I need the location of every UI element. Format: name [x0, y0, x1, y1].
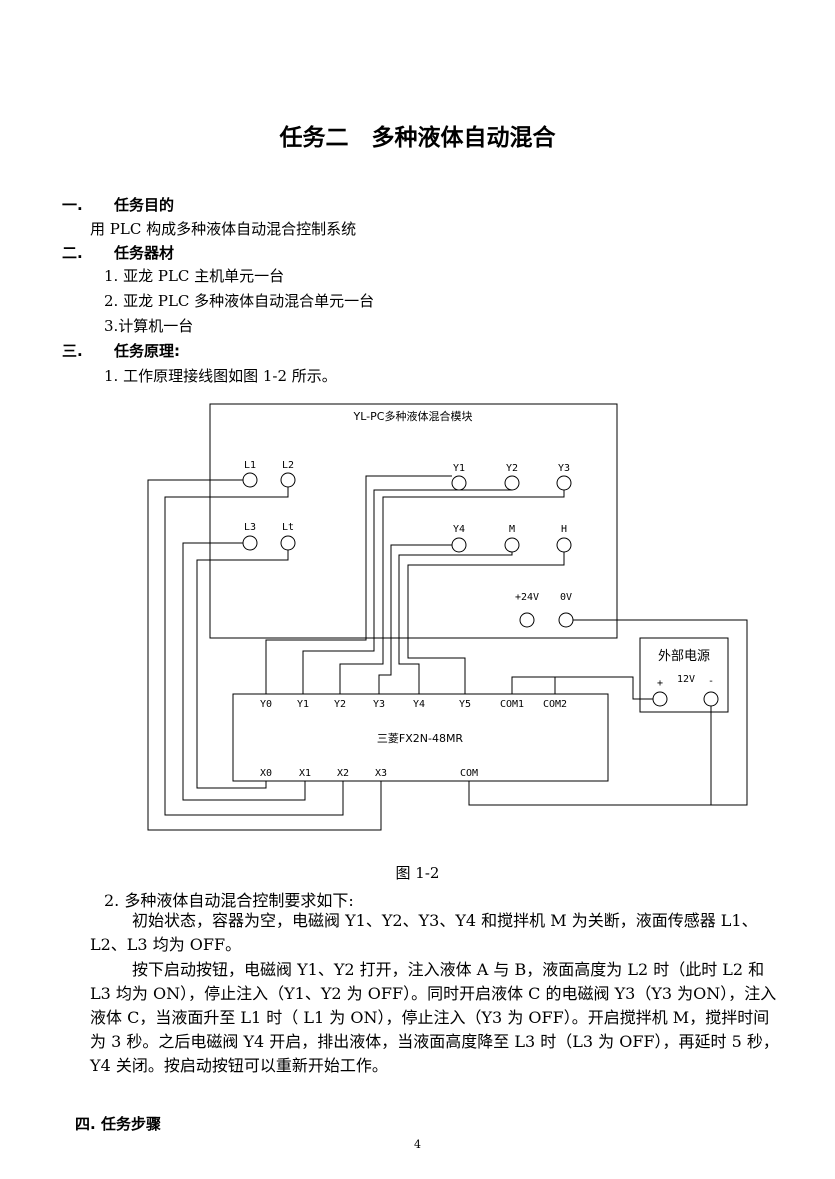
- section-1-text: 用 PLC 构成多种液体自动混合控制系统: [90, 220, 357, 238]
- section-3-text: 1. 工作原理接线图如图 1-2 所示。: [104, 367, 337, 385]
- wire-l1-x3: [147, 479, 382, 831]
- label-l1: L1: [244, 460, 256, 471]
- label-l3: L3: [244, 522, 256, 533]
- plc-in-x1: X1: [299, 768, 311, 779]
- wire-y4-m: [398, 552, 513, 694]
- terminal-lt: [280, 535, 296, 551]
- wire-0v-minus: [573, 619, 748, 806]
- wire-com-power-plus: [555, 676, 653, 700]
- section-2-title: 任务器材: [114, 244, 175, 262]
- terminal-l3: [242, 535, 258, 551]
- wire-com-minus: [468, 781, 711, 806]
- wire-y5-h: [407, 552, 565, 694]
- plc-out-y2: Y2: [334, 699, 346, 710]
- terminal-h: [556, 537, 572, 553]
- terminal-24v: [519, 612, 535, 628]
- power-plus-label: +: [657, 678, 663, 689]
- plc-out-com2: COM2: [543, 699, 567, 710]
- section-4-title: 任务步骤: [101, 1115, 162, 1133]
- module-box: [209, 403, 618, 639]
- wire-y1-y2: [302, 489, 512, 694]
- equipment-item: 1. 亚龙 PLC 主机单元一台: [104, 267, 285, 285]
- section-1-number: 一.: [62, 196, 83, 214]
- label-l2: L2: [282, 460, 294, 471]
- label-24v: +24V: [515, 592, 539, 603]
- plc-out-y4: Y4: [413, 699, 425, 710]
- section-1-title: 任务目的: [114, 196, 175, 214]
- plc-title: 三菱FX2N-48MR: [377, 732, 464, 745]
- plc-out-y3: Y3: [373, 699, 385, 710]
- power-minus-terminal: [703, 691, 719, 707]
- power-title: 外部电源: [658, 649, 710, 664]
- section-2-heading: 二. 任务器材: [62, 242, 174, 263]
- terminal-0v: [558, 612, 574, 628]
- equipment-item: 3.计算机一台: [104, 317, 194, 335]
- label-m: M: [509, 524, 515, 535]
- label-y2: Y2: [506, 463, 518, 474]
- section-3-title: 任务原理:: [114, 342, 180, 360]
- page-number: 4: [414, 1138, 421, 1151]
- terminal-y4: [451, 537, 467, 553]
- plc-in-x0: X0: [260, 768, 272, 779]
- terminal-m: [504, 537, 520, 553]
- terminal-y3: [556, 475, 572, 491]
- section-4-heading: 四. 任务步骤: [75, 1113, 161, 1134]
- wire-y0-y1: [265, 475, 452, 694]
- wire-y2-y3: [339, 490, 565, 694]
- page-title: 任务二 多种液体自动混合: [279, 125, 556, 151]
- plc-out-y5: Y5: [459, 699, 471, 710]
- terminal-l2: [280, 472, 296, 488]
- section-2-number: 二.: [62, 244, 83, 262]
- label-y3: Y3: [558, 463, 570, 474]
- wire-l2-x2: [164, 487, 344, 816]
- section-4-number: 四.: [75, 1115, 96, 1133]
- power-voltage-label: 12V: [677, 674, 695, 685]
- label-y4: Y4: [453, 524, 465, 535]
- power-box: [639, 637, 729, 713]
- requirements-paragraph-1: 初始状态，容器为空，电磁阀 Y1、Y2、Y3、Y4 和搅拌机 M 为关断，液面传…: [90, 911, 758, 954]
- requirements-paragraph-2: 按下启动按钮，电磁阀 Y1、Y2 打开，注入液体 A 与 B，液面高度为 L2 …: [90, 960, 779, 1075]
- module-title: YL-PC多种液体混合模块: [353, 409, 473, 423]
- label-lt: Lt: [282, 522, 294, 533]
- terminal-l1: [242, 472, 258, 488]
- label-h: H: [561, 524, 567, 535]
- section-3-heading: 三. 任务原理:: [62, 340, 180, 361]
- label-0v: 0V: [560, 592, 572, 603]
- plc-in-com: COM: [460, 768, 478, 779]
- requirements-heading: 2. 多种液体自动混合控制要求如下:: [104, 891, 354, 910]
- power-minus-label: -: [708, 676, 714, 687]
- plc-box: [232, 693, 609, 782]
- plc-out-y1: Y1: [297, 699, 309, 710]
- terminal-y2: [504, 475, 520, 491]
- label-y1: Y1: [453, 463, 465, 474]
- section-3-number: 三.: [62, 342, 83, 360]
- terminal-y1: [451, 475, 467, 491]
- wire-lt-x0: [196, 550, 289, 789]
- equipment-item: 2. 亚龙 PLC 多种液体自动混合单元一台: [104, 292, 375, 310]
- plc-in-x2: X2: [337, 768, 349, 779]
- wire-y3-y4: [378, 544, 452, 694]
- plc-out-com1: COM1: [500, 699, 524, 710]
- plc-in-x3: X3: [375, 768, 387, 779]
- power-plus-terminal: [652, 691, 668, 707]
- wire-com1-com2: [511, 676, 556, 694]
- plc-out-y0: Y0: [260, 699, 272, 710]
- wire-l3-x1: [182, 542, 306, 801]
- figure-caption: 图 1-2: [395, 864, 440, 882]
- section-1-heading: 一. 任务目的: [62, 194, 174, 215]
